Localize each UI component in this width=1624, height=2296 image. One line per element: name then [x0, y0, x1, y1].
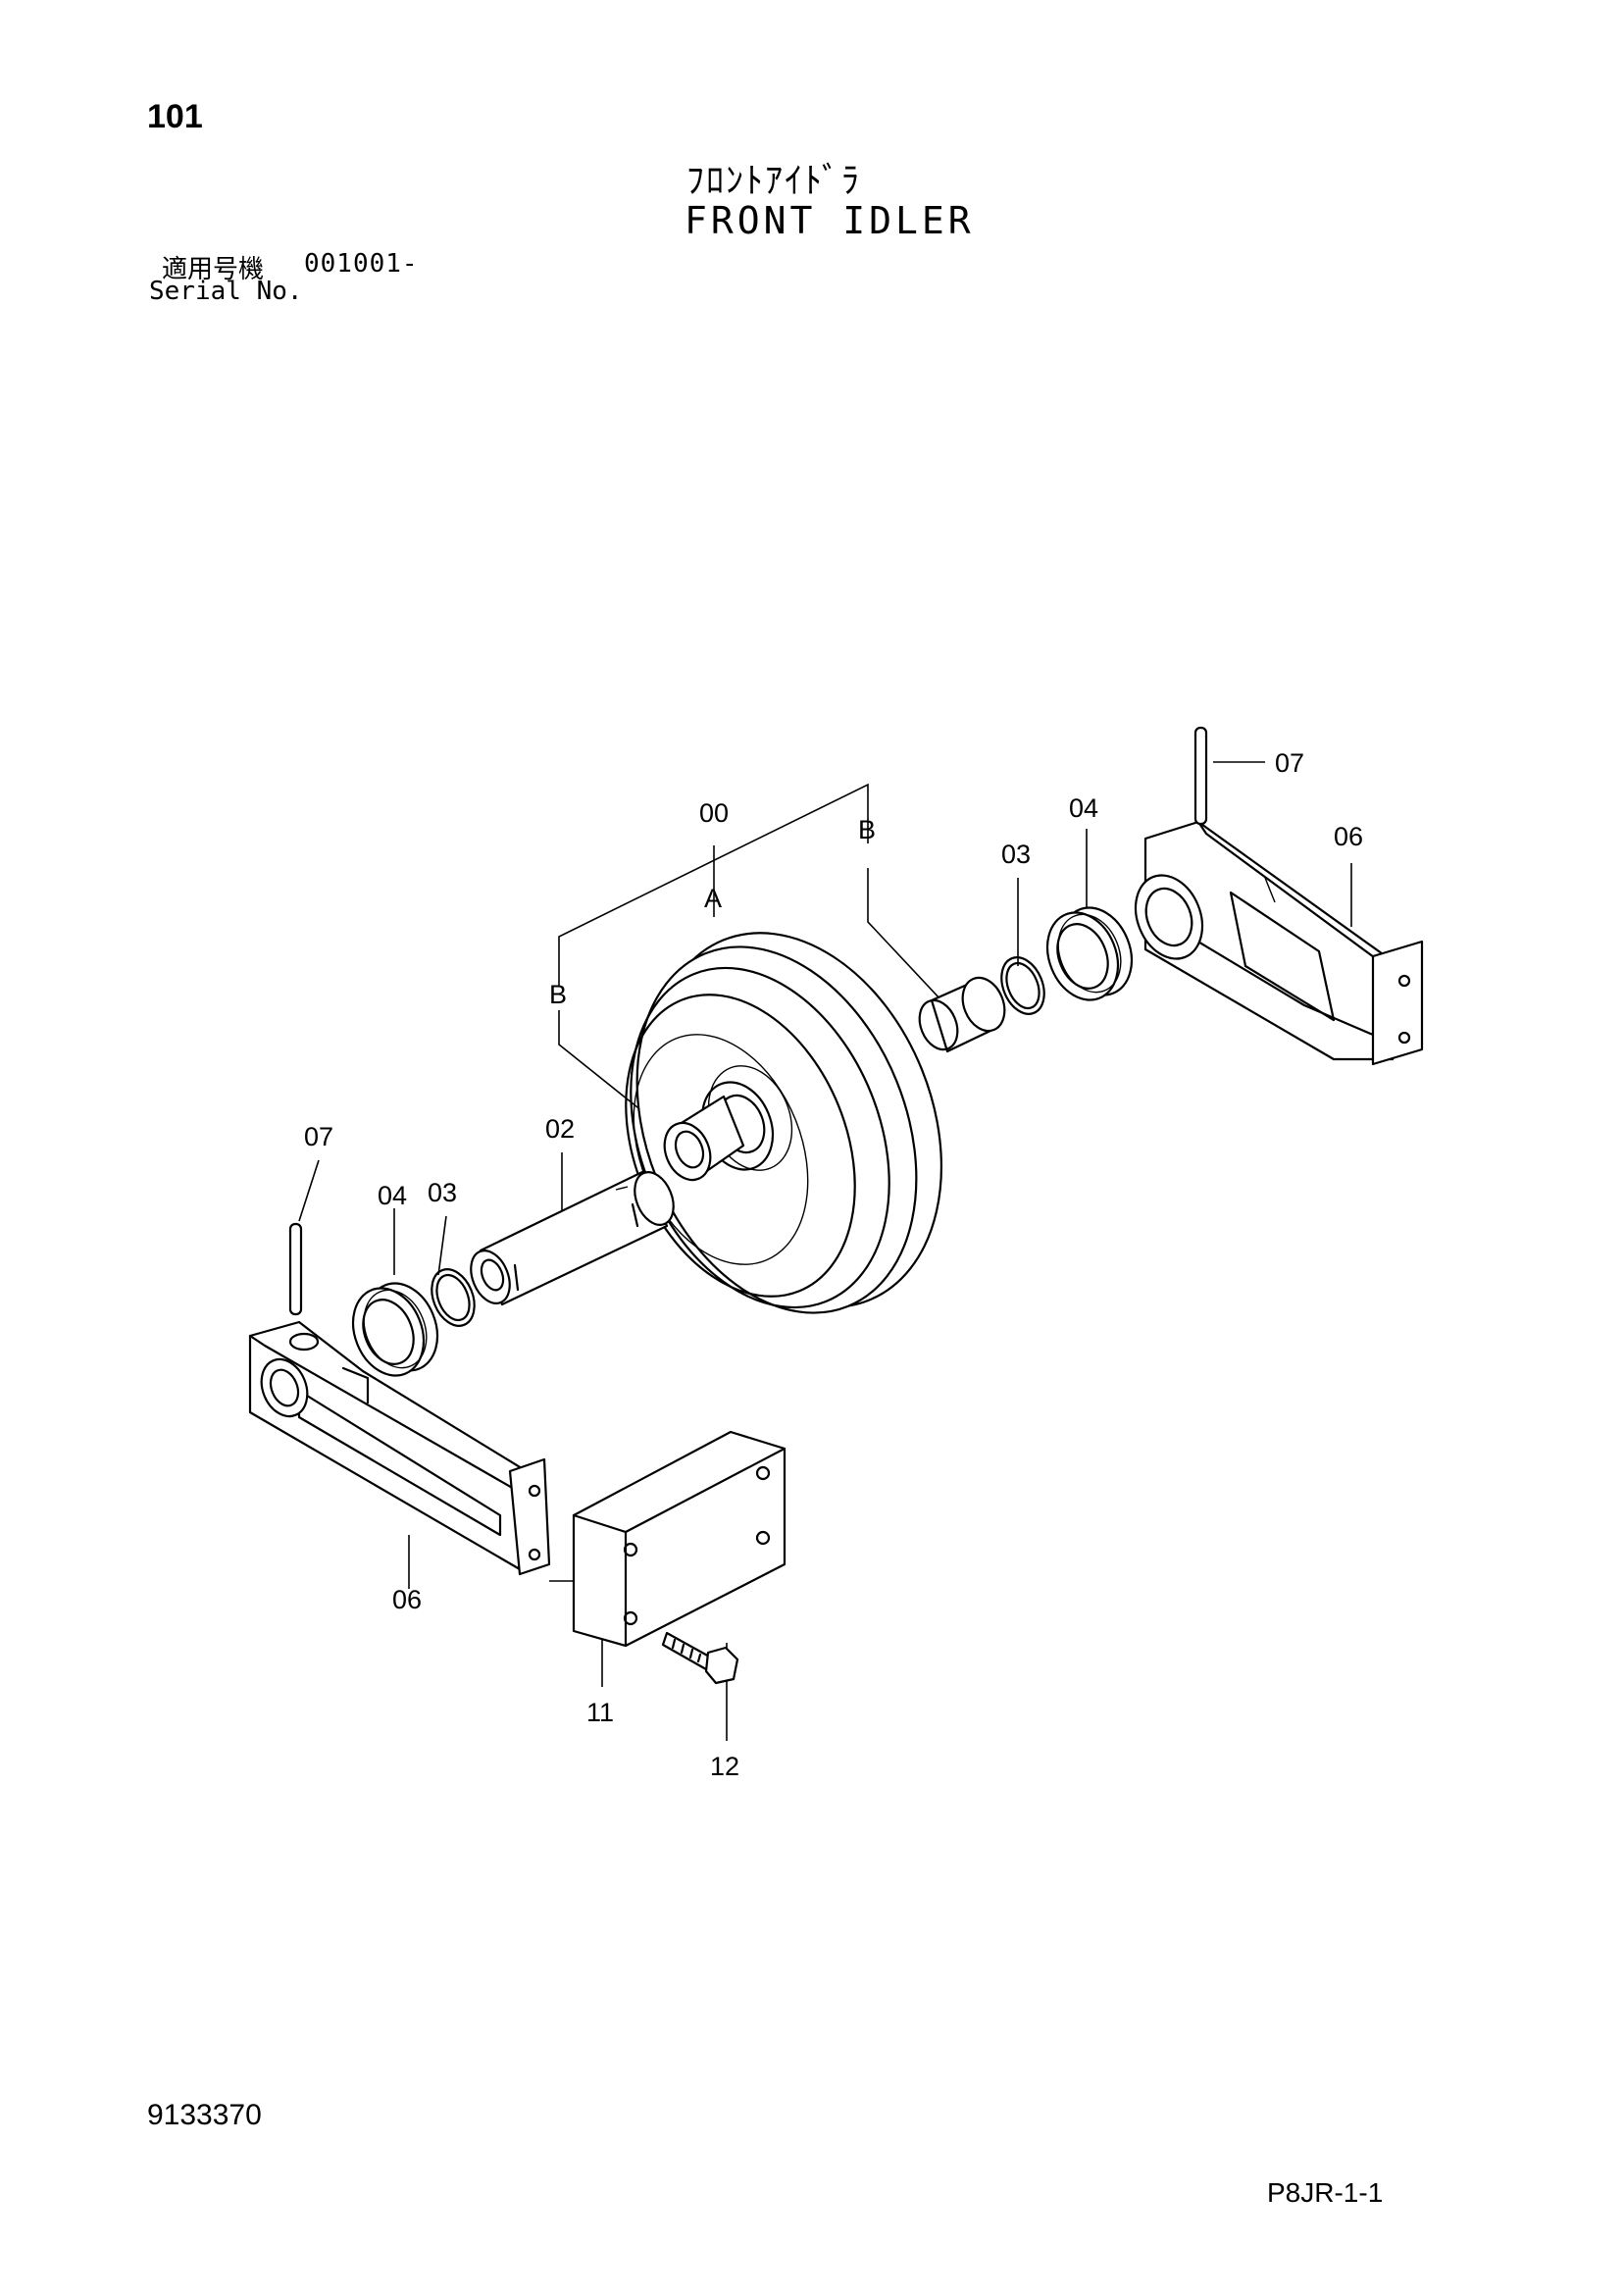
callout-b-left: B [549, 980, 567, 1009]
bolt [661, 1631, 739, 1685]
o-ring-right [1000, 956, 1045, 1015]
callout-12: 12 [710, 1752, 739, 1781]
seal-right [1045, 906, 1134, 1001]
callout-04-left: 04 [378, 1181, 407, 1210]
callout-02: 02 [545, 1114, 575, 1144]
o-ring-left [431, 1268, 476, 1327]
serial-label-japanese: 適用号機 [162, 255, 265, 284]
callout-b-right: B [858, 815, 876, 844]
callout-a: A [704, 884, 722, 913]
callout-labels: 00 A B B 02 03 03 04 04 06 06 07 07 11 1… [304, 748, 1363, 1781]
callout-00: 00 [699, 798, 729, 828]
title-english: FRONT IDLER [685, 199, 975, 242]
serial-number-value: 001001- [304, 249, 419, 279]
support-left [248, 1320, 551, 1576]
title-japanese: ﾌﾛﾝﾄｱｲﾄﾞﾗ [686, 161, 861, 201]
callout-06-left: 06 [392, 1585, 422, 1614]
document-number: 9133370 [147, 2099, 262, 2131]
pin-right [1193, 726, 1208, 826]
page-code: P8JR-1-1 [1267, 2177, 1384, 2208]
left-bushing [663, 1095, 745, 1182]
idler-wheel [625, 932, 942, 1314]
callout-11: 11 [586, 1698, 614, 1727]
right-bushing [918, 976, 1006, 1053]
block [572, 1430, 787, 1648]
serial-label-english: Serial No. [149, 277, 303, 306]
callout-06-right: 06 [1334, 822, 1363, 851]
support-right [1134, 820, 1424, 1066]
pin-left [288, 1222, 303, 1316]
page-number: 101 [147, 98, 203, 135]
callout-04-right: 04 [1069, 793, 1098, 823]
callout-07-right: 07 [1275, 748, 1304, 778]
callout-03-left: 03 [428, 1178, 457, 1207]
callout-07-left: 07 [304, 1122, 333, 1151]
shaft [470, 1170, 675, 1306]
leader-lines [298, 761, 1352, 1741]
callout-03-right: 03 [1001, 840, 1031, 869]
seal-left [351, 1282, 439, 1377]
